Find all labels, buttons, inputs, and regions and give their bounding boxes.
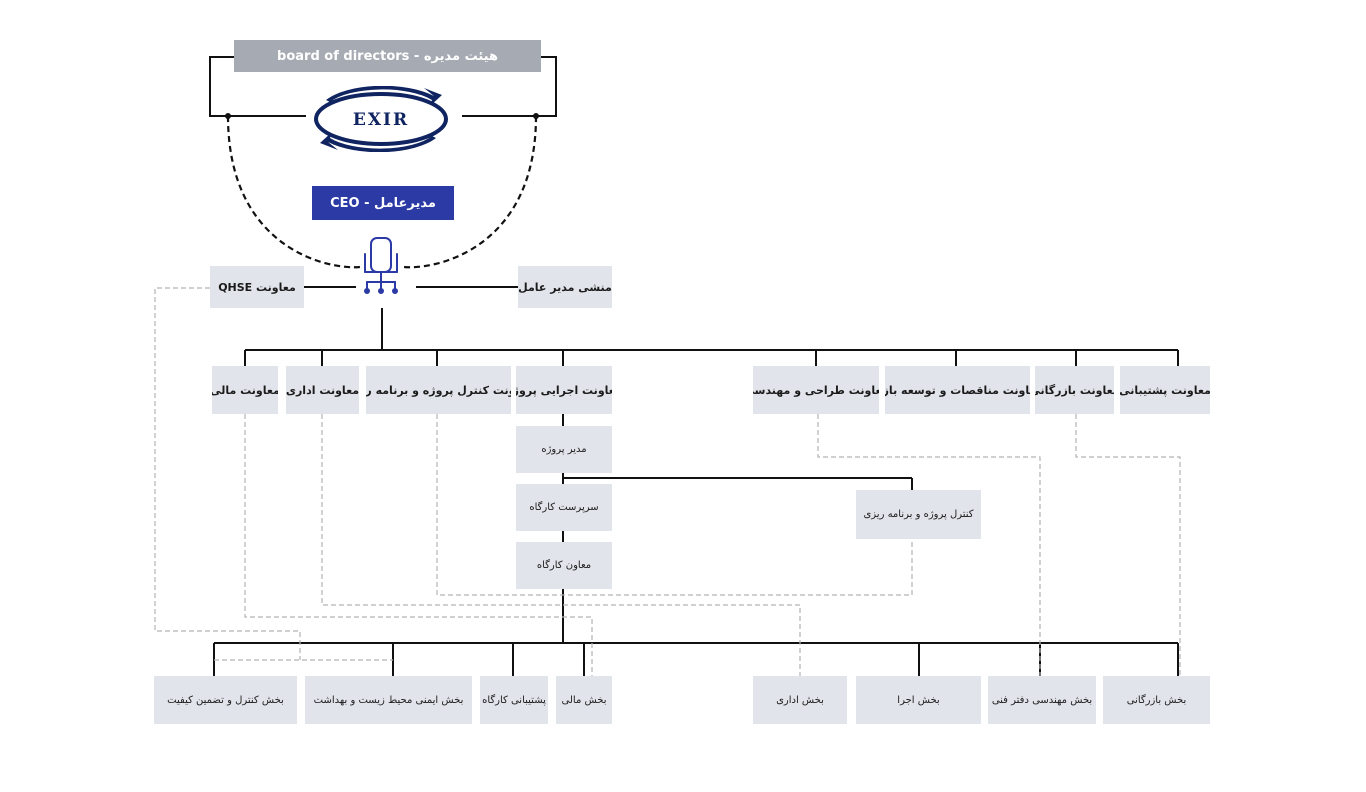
deputy-support-box: معاونت پشتیبانی <box>1120 366 1210 414</box>
deputy-control-planning-box: معاونت کنترل پروژه و برنامه ریزی <box>366 366 511 414</box>
ceo-secretary-box: منشی مدیر عامل <box>518 266 612 308</box>
control-dashed-link <box>436 414 913 596</box>
site-deputy-box: معاون کارگاه <box>516 542 612 589</box>
design-dashed-link <box>817 414 1041 676</box>
board-bracket-left <box>209 56 306 117</box>
deputy-admin-box: معاونت اداری <box>286 366 359 414</box>
logo-text: EXIR <box>353 110 409 130</box>
exir-logo: EXIR <box>314 86 448 152</box>
deputy-commerce-box: معاونت بازرگانی <box>1035 366 1114 414</box>
dept-commerce-box: بخش بازرگانی <box>1103 676 1210 724</box>
ceo-box: مدیرعامل - CEO <box>312 186 454 220</box>
deputy-tenders-market-box: معاونت مناقصات و توسعه بازار <box>885 366 1030 414</box>
chair-icon <box>364 237 398 294</box>
board-bracket-right <box>462 56 557 117</box>
dept-finance-box: بخش مالی <box>556 676 612 724</box>
dept-quality-box: بخش کنترل و تضمین کیفیت <box>154 676 297 724</box>
board-of-directors-box: هیئت مدیره - board of directors <box>234 40 541 72</box>
dept-admin-box: بخش اداری <box>753 676 847 724</box>
qhse-deputy-box: معاونت QHSE <box>210 266 304 308</box>
admin-dashed-link <box>321 414 801 676</box>
commerce-dashed-link <box>1075 414 1181 676</box>
site-supervisor-box: سرپرست کارگاه <box>516 484 612 531</box>
project-control-box: کنترل پروژه و برنامه ریزی <box>856 490 981 539</box>
board-ceo-arc <box>226 115 361 269</box>
deputy-execution-box: معاونت اجرایی پروژه <box>516 366 612 414</box>
qhse-dashed-link <box>154 287 301 660</box>
finance-dashed-link <box>244 414 593 676</box>
project-manager-box: مدیر پروژه <box>516 426 612 473</box>
deputy-finance-box: معاونت مالی <box>212 366 278 414</box>
dept-site-support-box: پشتیبانی کارگاه <box>480 676 548 724</box>
deputy-design-engineering-box: معاونت طراحی و مهندسی <box>753 366 879 414</box>
dept-hse-box: بخش ایمنی محیط زیست و بهداشت <box>305 676 472 724</box>
dept-execution-box: بخش اجرا <box>856 676 981 724</box>
dept-office-engineering-box: بخش مهندسی دفتر فنی <box>988 676 1096 724</box>
